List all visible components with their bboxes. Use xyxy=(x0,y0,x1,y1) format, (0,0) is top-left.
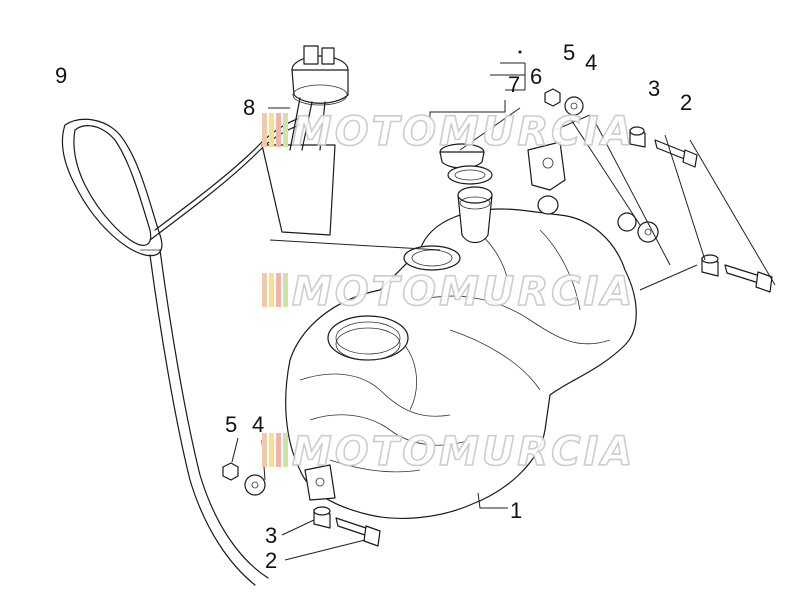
callout-3-top: 3 xyxy=(648,76,660,101)
watermark-logo-bottom: MOTOMURCIA xyxy=(262,428,635,476)
fasteners-top xyxy=(544,88,773,293)
fasteners-bottom xyxy=(222,462,381,547)
fuel-hose xyxy=(61,117,301,586)
callout-4-top: 4 xyxy=(585,50,597,75)
callout-labels: 9 8 7 6 5 4 3 2 5 4 3 2 1 xyxy=(55,40,692,573)
callout-5-bottom: 5 xyxy=(225,412,237,437)
watermark-logo-middle: MOTOMURCIA xyxy=(262,268,635,316)
watermark-text: MOTOMURCIA xyxy=(292,269,635,315)
callout-6: 6 xyxy=(530,64,542,89)
callout-5-top: 5 xyxy=(563,40,575,65)
filler-cap xyxy=(439,143,493,185)
fuel-pump-assembly xyxy=(261,45,349,236)
fuel-tank xyxy=(285,141,637,519)
callout-4-bottom: 4 xyxy=(252,412,264,437)
callout-2-top: 2 xyxy=(680,90,692,115)
watermark-logo-top: MOTOMURCIA xyxy=(262,108,635,156)
marker-dot xyxy=(518,50,522,54)
watermark-text: MOTOMURCIA xyxy=(292,429,635,475)
watermark-text: MOTOMURCIA xyxy=(292,109,635,155)
callout-7: 7 xyxy=(508,72,520,97)
callout-8: 8 xyxy=(243,95,255,120)
callout-1: 1 xyxy=(510,498,522,523)
callout-9: 9 xyxy=(55,63,67,88)
callout-2-bottom: 2 xyxy=(265,548,277,573)
callout-3-bottom: 3 xyxy=(265,523,277,548)
